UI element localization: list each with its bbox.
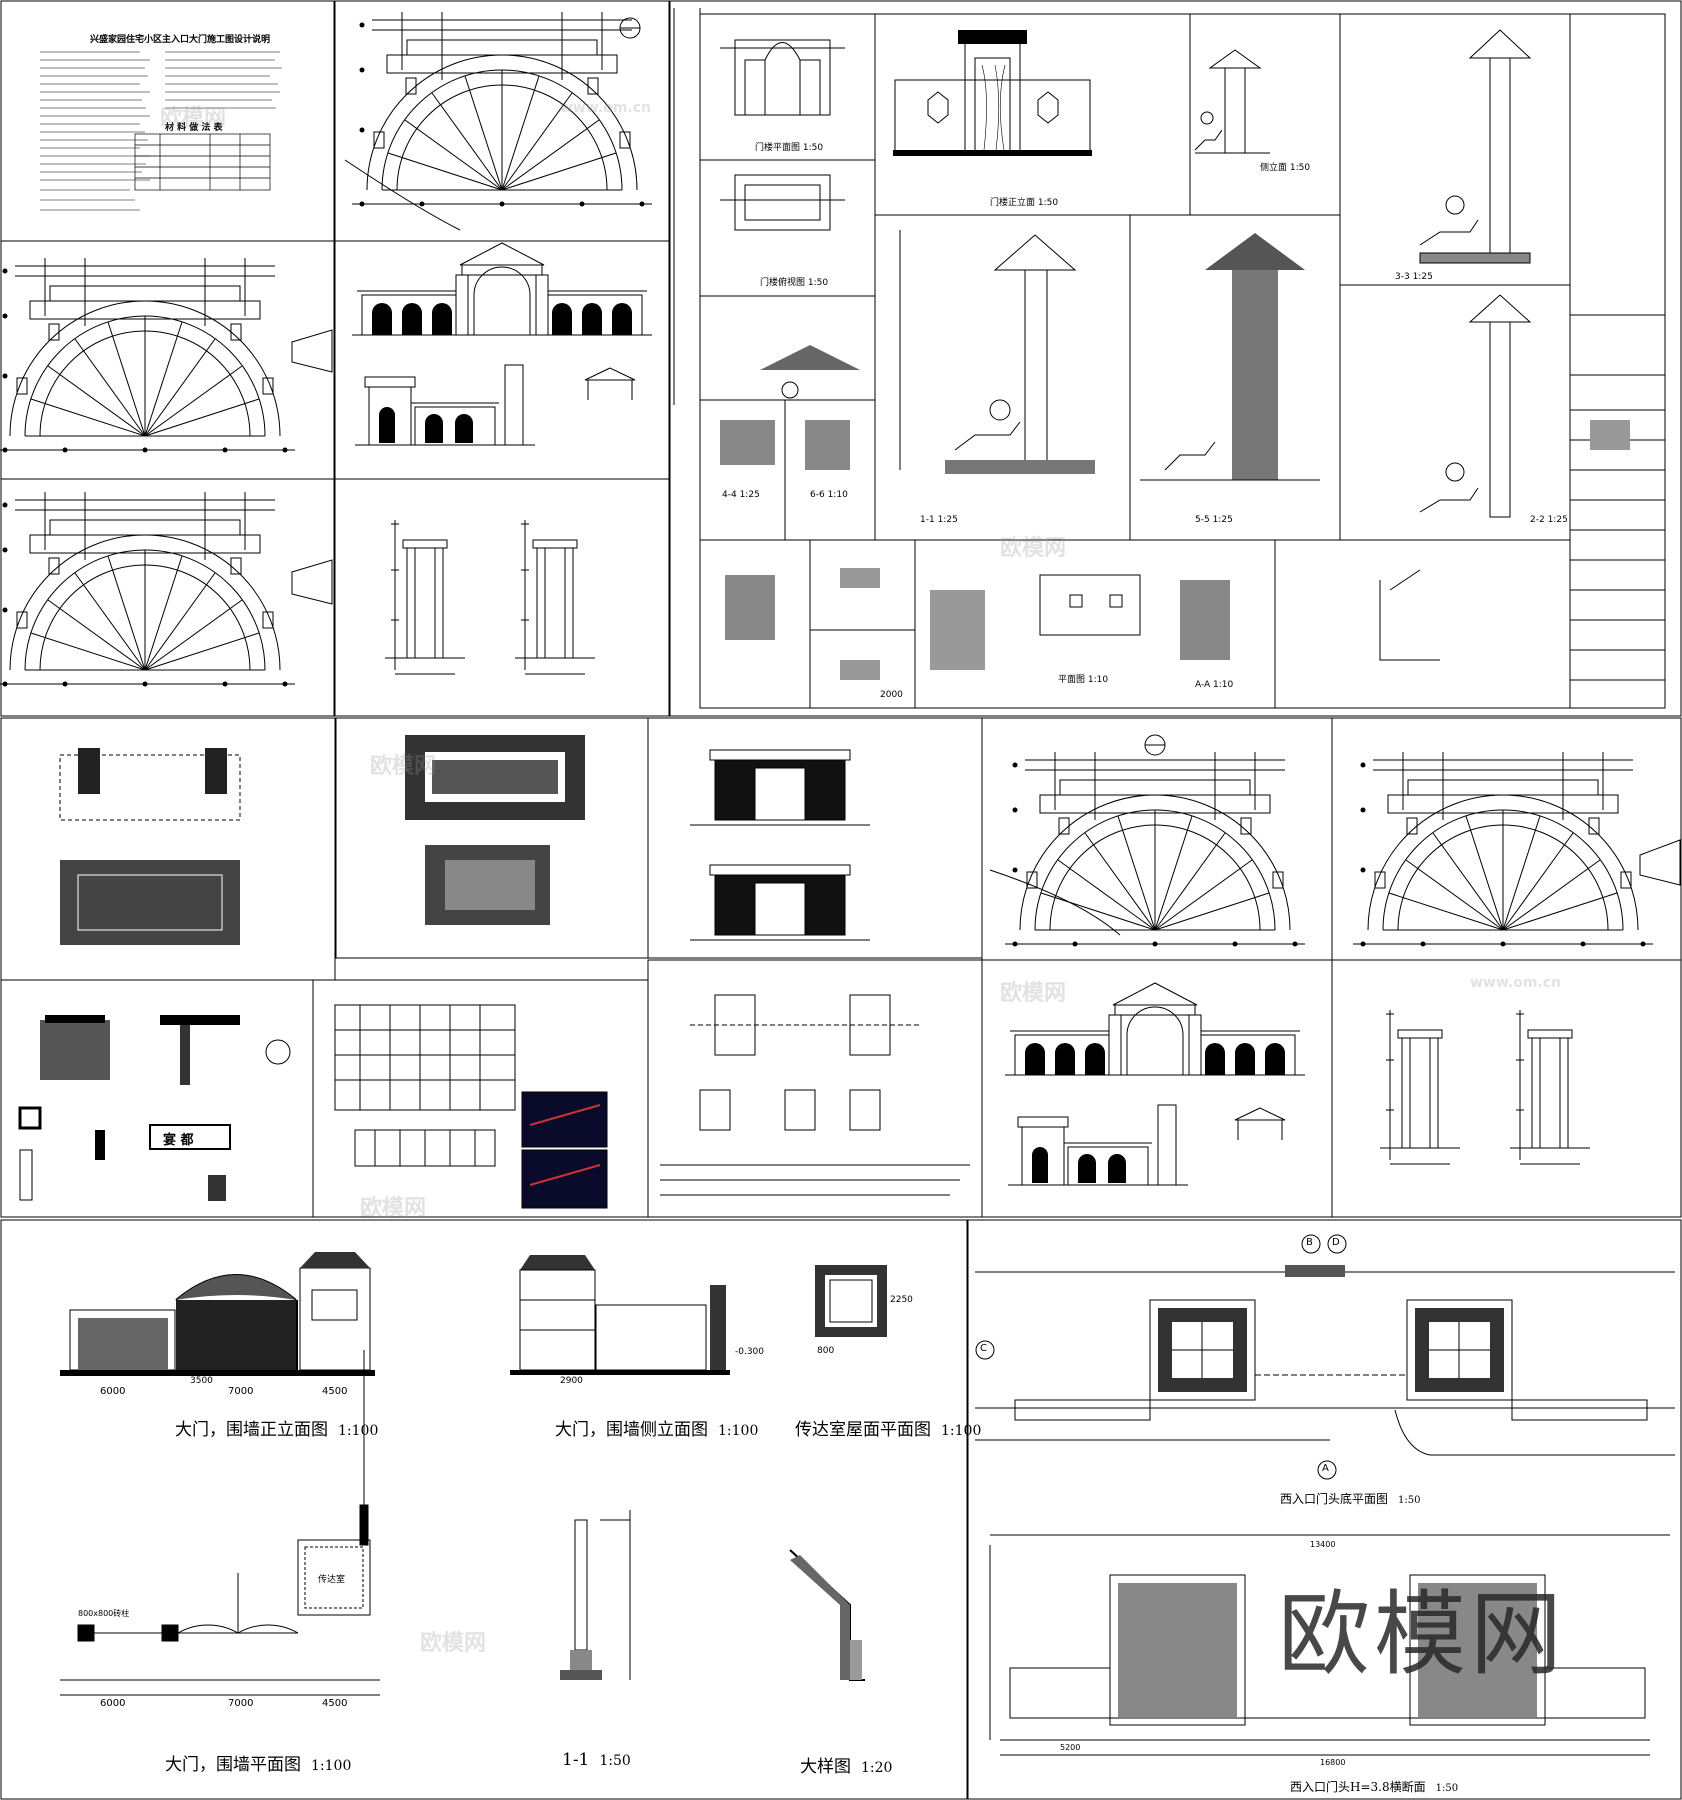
- mid-6-details: [18, 1015, 291, 1201]
- label-sec33: 3-3 1:25: [1395, 272, 1433, 282]
- gate-tower-sec11: [899, 230, 1095, 474]
- fan-plan-d: [1004, 751, 1306, 947]
- dim-3500: 3500: [190, 1376, 213, 1386]
- panel-gate-tower: [669, 0, 1682, 717]
- panel-mid-8: [647, 959, 983, 1218]
- label-sec44: 4-4 1:25: [722, 490, 760, 500]
- gate-tower-plan: [720, 39, 845, 231]
- gate-tower-sec22: [1419, 294, 1532, 518]
- plan-dim-7000: 7000: [228, 1698, 254, 1709]
- section-a1: [384, 519, 466, 675]
- panel-bl-gate-wall: [0, 1219, 968, 1800]
- material-table: [134, 133, 271, 191]
- west-entry-plan: [975, 1265, 1675, 1456]
- section-b1: [1379, 1009, 1461, 1165]
- notes-title: 兴盛家园住宅小区主入口大门施工图设计说明: [90, 35, 271, 45]
- label-aa: A-A 1:10: [1195, 680, 1234, 690]
- label-side: 侧立面 1:50: [1260, 163, 1311, 173]
- dim-2900: 2900: [560, 1376, 583, 1386]
- level-mark: -0.300: [735, 1347, 765, 1357]
- gate-tower-sec33: [1419, 29, 1532, 264]
- plaque-text: 宴 都: [163, 1133, 194, 1148]
- gate-tower-frames: [673, 8, 1666, 709]
- pier-label: 800x800砖柱: [78, 1609, 130, 1618]
- panel-l-plan-b: [0, 240, 335, 480]
- gatehouse-elev-b: [1007, 1104, 1189, 1186]
- gate-tower-front-elev: [893, 30, 1092, 156]
- axis-bubbles: [975, 1234, 1347, 1480]
- axis-d: D: [1332, 1237, 1340, 1248]
- label-sec11: 1-1 1:25: [920, 515, 958, 525]
- label-front: 门楼正立面 1:50: [990, 198, 1059, 208]
- plan-dim-4500: 4500: [322, 1698, 348, 1709]
- panel-mid-5: [1331, 717, 1682, 961]
- gate-tower-details: [720, 345, 1630, 680]
- label-sec55: 5-5 1:25: [1195, 515, 1233, 525]
- wall-section-1-1: [560, 1510, 631, 1680]
- panel-mid-10: [1331, 959, 1682, 1218]
- label-plan: 门楼平面图 1:50: [755, 143, 824, 153]
- label-roof: 门楼俯视图 1:50: [760, 278, 829, 288]
- dim-13400: 13400: [1310, 1540, 1336, 1549]
- dim-4500: 4500: [322, 1386, 348, 1397]
- gate-wall-plan: [60, 1350, 380, 1696]
- gate-tower-sec55: [1140, 233, 1320, 481]
- gate-room-label: 传达室: [318, 1575, 346, 1585]
- dim-7000: 7000: [228, 1386, 254, 1397]
- gate-elev-a: [351, 242, 653, 336]
- gate-elev-b: [1004, 982, 1306, 1076]
- axis-b: B: [1306, 1237, 1313, 1248]
- detail-big: [789, 1549, 865, 1681]
- dim-16800: 16800: [1320, 1758, 1346, 1767]
- gatehouse-elev-a: [354, 364, 536, 446]
- dim-5200: 5200: [1060, 1743, 1081, 1752]
- section-b2: [1509, 1009, 1591, 1165]
- panel-l-plan-c: [0, 478, 335, 717]
- watermark-logo-large: 欧模网: [1278, 1581, 1567, 1688]
- fan-plan-c: [0, 491, 296, 687]
- label-sec66: 6-6 1:10: [810, 490, 848, 500]
- dim-800: 800: [817, 1346, 835, 1356]
- west-entry-section: [989, 1534, 1670, 1756]
- gate-wall-side-elev: [510, 1255, 730, 1375]
- section-a2: [514, 519, 596, 675]
- panel-br-west-entry: [967, 1219, 1682, 1800]
- gate-tower-side-elev: [1194, 49, 1270, 154]
- panel-sections-a: [334, 478, 670, 717]
- gate-wall-front-elev: [60, 1252, 375, 1376]
- dim-6000: 6000: [100, 1386, 126, 1397]
- axis-a: A: [1322, 1463, 1329, 1474]
- fan-plan-b: [0, 257, 296, 453]
- axis-c: C: [980, 1343, 987, 1354]
- mid-8-column-details: [660, 994, 970, 1196]
- mid-7-pergola: [334, 1004, 608, 1209]
- label-sec22: 2-2 1:25: [1530, 515, 1568, 525]
- material-table-title: 材 料 做 法 表: [165, 123, 223, 133]
- label-pm: 平面图 1:10: [1058, 675, 1109, 685]
- gate-room-roof-plan: [815, 1265, 887, 1337]
- mid-2-roof-plans: [405, 735, 585, 925]
- plan-dim-6000: 6000: [100, 1698, 126, 1709]
- dim-2000: 2000: [880, 690, 903, 700]
- notes-text-lines: [40, 51, 282, 211]
- panel-elev-a: [334, 240, 670, 480]
- mid-1-pier-plan: [59, 748, 241, 945]
- mid-3-canopy-elev: [690, 749, 870, 941]
- dim-2250: 2250: [890, 1295, 913, 1305]
- fan-plan-e: [1352, 751, 1654, 947]
- fan-plan-a: [351, 11, 653, 207]
